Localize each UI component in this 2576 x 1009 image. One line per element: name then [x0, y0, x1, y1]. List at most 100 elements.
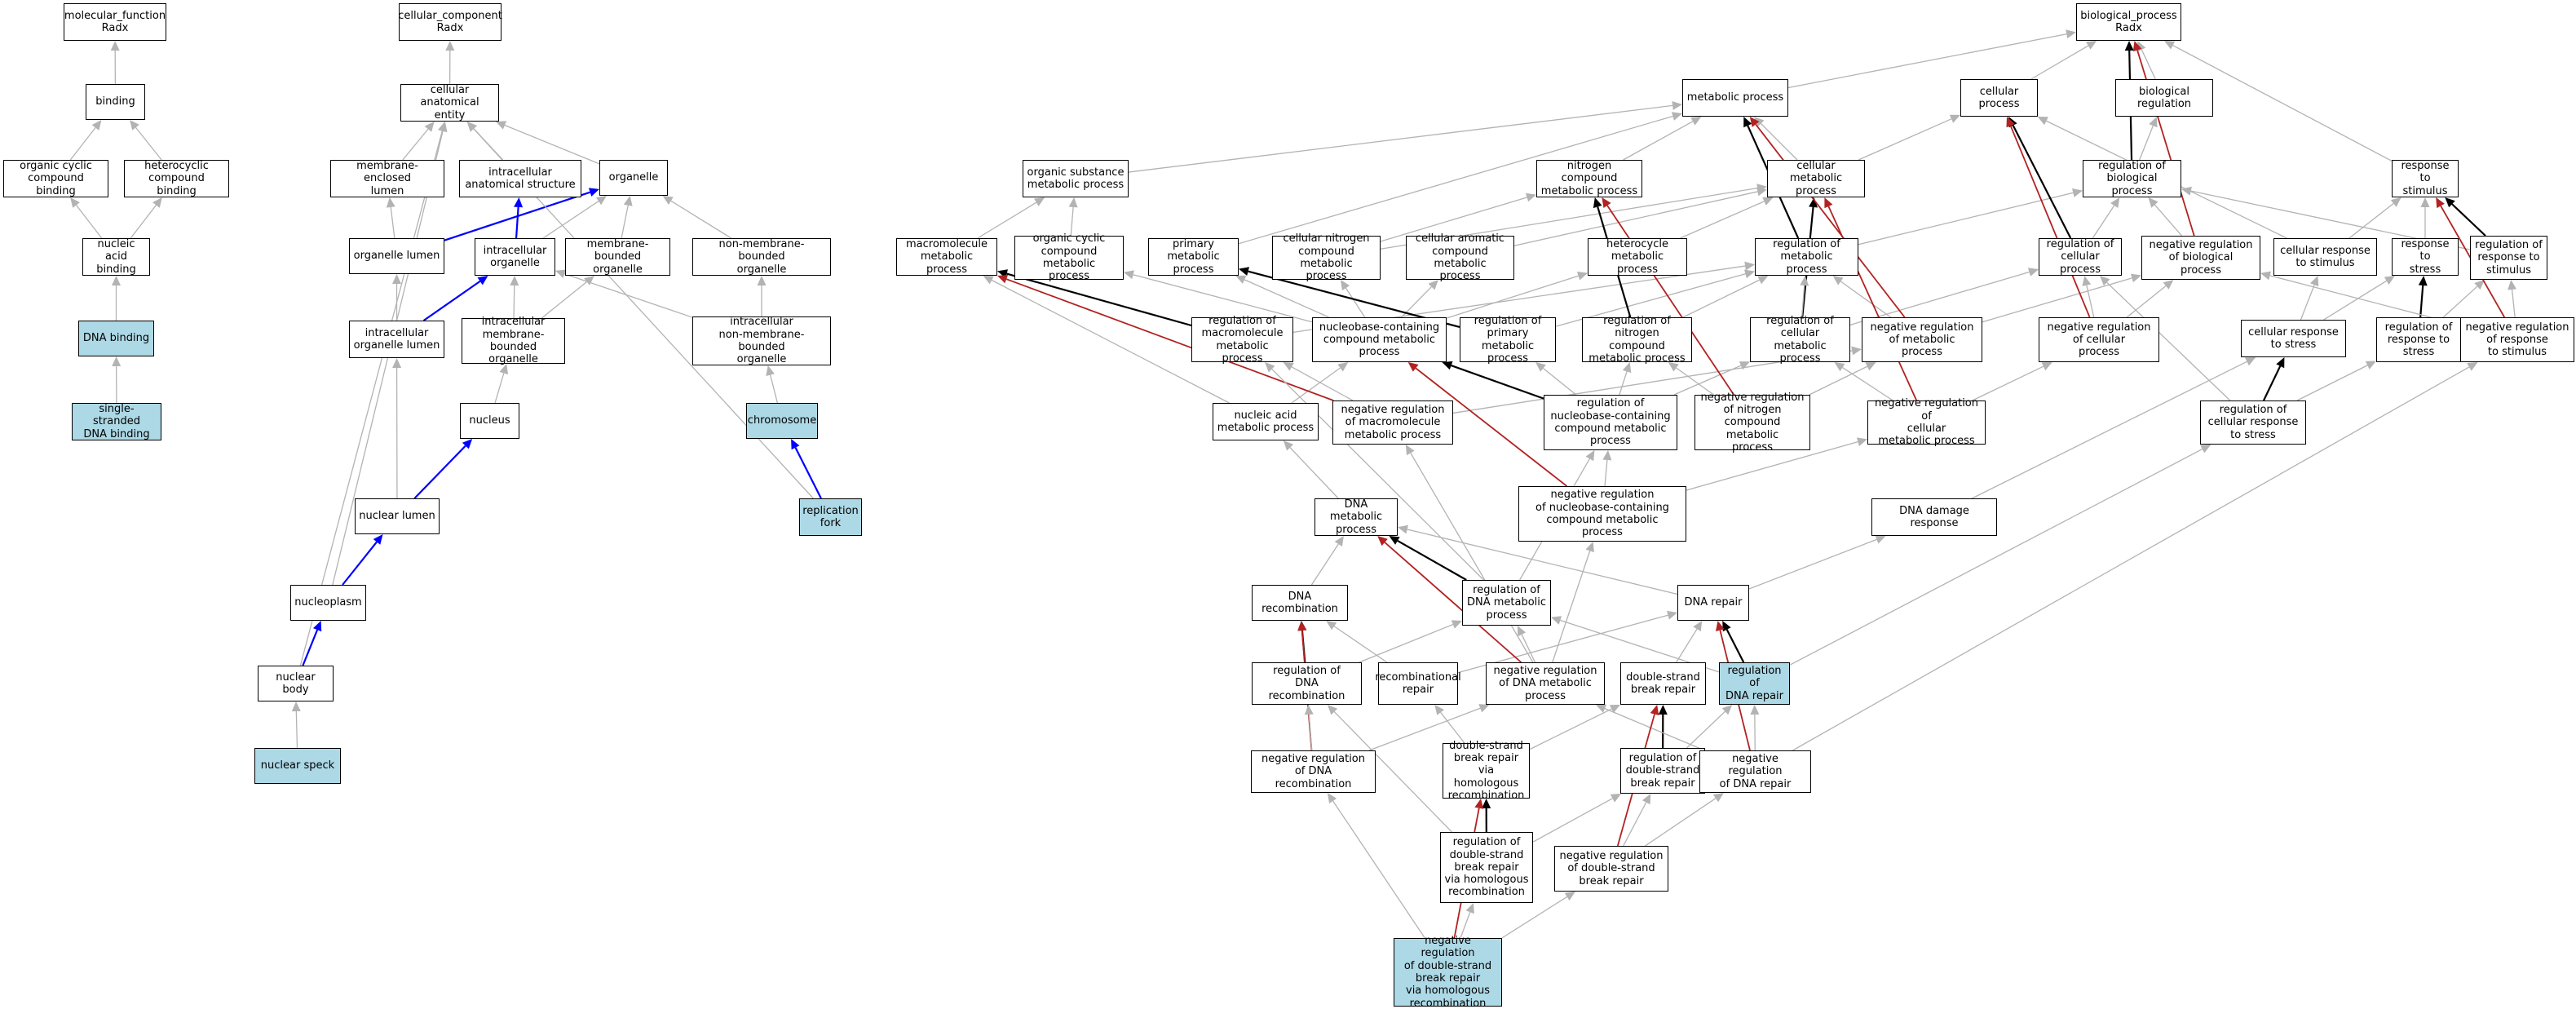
- edge-arrowhead: [2508, 280, 2516, 290]
- node-negative-regulation-of-macromolecule-metabolic-process[interactable]: negative regulation of macromolecule met…: [1332, 401, 1453, 445]
- node-cellular-metabolic-process[interactable]: cellular metabolic process: [1767, 160, 1865, 197]
- node-non-membrane-bounded-organelle[interactable]: non-membrane-bounded organelle: [692, 238, 831, 276]
- node-primary-metabolic-process[interactable]: primary metabolic process: [1148, 238, 1239, 276]
- node-regulation-of-nitrogen-compound-metabolic-process[interactable]: regulation of nitrogen compound metaboli…: [1582, 315, 1692, 365]
- node-dna-damage-response[interactable]: DNA damage response: [1871, 498, 1997, 536]
- node-negative-regulation-of-dna-repair[interactable]: negative regulation of DNA repair: [1699, 750, 1811, 793]
- node-cellular-nitrogen-compound-metabolic-process[interactable]: cellular nitrogen compound metabolic pro…: [1272, 232, 1381, 282]
- node-cc-root[interactable]: cellular_component Radx: [398, 3, 502, 41]
- node-dna-recombination[interactable]: DNA recombination: [1252, 585, 1348, 621]
- edge-part-of: [794, 447, 822, 499]
- node-intracellular-organelle-lumen[interactable]: intracellular organelle lumen: [349, 321, 444, 358]
- node-regulation-of-response-to-stress[interactable]: regulation of response to stress: [2376, 317, 2461, 362]
- node-response-to-stress[interactable]: response to stress: [2392, 238, 2459, 276]
- node-regulation-of-response-to-stimulus[interactable]: regulation of response to stimulus: [2470, 236, 2547, 280]
- node-regulation-of-biological-process[interactable]: regulation of biological process: [2083, 160, 2181, 197]
- node-regulation-of-dna-metabolic-process[interactable]: regulation of DNA metabolic process: [1462, 580, 1551, 626]
- node-intracellular-non-membrane-bounded-organelle[interactable]: intracellular non-membrane-bounded organ…: [692, 316, 831, 365]
- edge-is-a: [2323, 280, 2387, 321]
- node-intracellular-anatomical-structure[interactable]: intracellular anatomical structure: [459, 160, 581, 197]
- node-double-strand-break-repair[interactable]: double-strand break repair: [1620, 662, 1706, 705]
- node-biological-regulation[interactable]: biological regulation: [2115, 79, 2213, 117]
- node-negative-regulation-of-metabolic-process[interactable]: negative regulation of metabolic process: [1862, 317, 1982, 362]
- node-regulation-of-dna-recombination[interactable]: regulation of DNA recombination: [1252, 662, 1362, 705]
- node-nucleoplasm[interactable]: nucleoplasm: [290, 585, 366, 621]
- edge-arrowhead: [1576, 272, 1588, 281]
- node-dsb-repair-via-homologous-recombination[interactable]: double-strand break repair via homologou…: [1443, 740, 1530, 802]
- edge-arrowhead: [424, 122, 435, 132]
- node-nuclear-body[interactable]: nuclear body: [258, 666, 334, 701]
- node-cellular-process[interactable]: cellular process: [1960, 79, 2038, 117]
- node-regulation-of-cellular-process[interactable]: regulation of cellular process: [2039, 238, 2122, 276]
- edge-regulates: [2451, 203, 2486, 237]
- node-recombinational-repair[interactable]: recombinational repair: [1375, 662, 1461, 705]
- node-cellular-aromatic-compound-metabolic-process[interactable]: cellular aromatic compound metabolic pro…: [1406, 232, 1514, 282]
- node-response-to-stimulus[interactable]: response to stimulus: [2392, 160, 2459, 197]
- node-negative-regulation-of-cellular-process[interactable]: negative regulation of cellular process: [2039, 317, 2159, 362]
- node-regulation-of-nucleobase-containing-compound-metabolic-process[interactable]: regulation of nucleobase-containing comp…: [1544, 395, 1677, 450]
- node-macromolecule-metabolic-process[interactable]: macromolecule metabolic process: [896, 238, 997, 276]
- node-intracellular-organelle[interactable]: intracellular organelle: [475, 238, 555, 276]
- node-dna-repair[interactable]: DNA repair: [1677, 585, 1749, 621]
- node-membrane-bounded-organelle[interactable]: membrane-bounded organelle: [565, 238, 670, 276]
- edge-arrowhead: [2474, 280, 2485, 290]
- node-nuclear-lumen[interactable]: nuclear lumen: [355, 498, 440, 534]
- node-negative-regulation-of-nitrogen-compound-metabolic-process[interactable]: negative regulation of nitrogen compound…: [1695, 392, 1810, 454]
- node-metabolic-process[interactable]: metabolic process: [1682, 79, 1788, 117]
- node-mf-root[interactable]: molecular_function Radx: [64, 3, 166, 41]
- node-negative-regulation-of-biological-process[interactable]: negative regulation of biological proces…: [2141, 236, 2260, 280]
- node-regulation-of-metabolic-process[interactable]: regulation of metabolic process: [1755, 238, 1858, 276]
- edge-is-a: [2511, 289, 2516, 318]
- edge-arrowhead: [477, 276, 488, 285]
- node-cellular-anatomical-entity[interactable]: cellular anatomical entity: [400, 84, 499, 122]
- node-negative-regulation-of-dsb-repair-via-hr[interactable]: negative regulation of double-strand bre…: [1394, 935, 1502, 1009]
- node-membrane-enclosed-lumen[interactable]: membrane-enclosed lumen: [330, 160, 444, 197]
- node-organic-cyclic-compound-binding[interactable]: organic cyclic compound binding: [3, 160, 108, 197]
- node-single-stranded-dna-binding[interactable]: single-stranded DNA binding: [72, 403, 161, 440]
- edge-is-a: [1128, 104, 1673, 173]
- node-cellular-response-to-stimulus[interactable]: cellular response to stimulus: [2273, 238, 2377, 276]
- node-negative-regulation-of-response-to-stimulus[interactable]: negative regulation of response to stimu…: [2460, 317, 2574, 362]
- edge-arrowhead: [130, 120, 139, 131]
- edge-arrowhead: [1672, 101, 1682, 110]
- node-binding[interactable]: binding: [86, 84, 145, 120]
- edge-is-a: [2126, 285, 2167, 318]
- node-nuclear-speck[interactable]: nuclear speck: [254, 748, 341, 784]
- node-nucleic-acid-binding[interactable]: nucleic acid binding: [82, 238, 150, 276]
- node-nitrogen-compound-metabolic-process[interactable]: nitrogen compound metabolic process: [1536, 160, 1642, 197]
- node-regulation-of-dsb-repair[interactable]: regulation of double-strand break repair: [1620, 748, 1705, 794]
- edge-is-a: [1380, 197, 1527, 242]
- node-dna-binding[interactable]: DNA binding: [78, 321, 154, 356]
- node-intracellular-membrane-bounded-organelle[interactable]: intracellular membrane-bounded organelle: [462, 316, 565, 365]
- node-regulation-of-dsb-repair-via-hr[interactable]: regulation of double-strand break repair…: [1440, 832, 1533, 903]
- node-heterocycle-metabolic-process[interactable]: heterocycle metabolic process: [1588, 238, 1687, 276]
- node-cellular-response-to-stress[interactable]: cellular response to stress: [2241, 320, 2346, 357]
- node-organic-substance-metabolic-process[interactable]: organic substance metabolic process: [1023, 160, 1129, 197]
- node-organic-cyclic-compound-metabolic-process[interactable]: organic cyclic compound metabolic proces…: [1014, 232, 1124, 282]
- node-replication-fork[interactable]: replication fork: [799, 498, 862, 536]
- node-organelle[interactable]: organelle: [599, 160, 668, 196]
- node-negative-regulation-of-nucleobase-containing-compound-metabolic-process[interactable]: negative regulation of nucleobase-contai…: [1518, 486, 1686, 542]
- edge-is-a: [2106, 281, 2231, 401]
- node-organelle-lumen[interactable]: organelle lumen: [349, 238, 444, 274]
- edge-is-a: [1682, 279, 1760, 318]
- node-dna-metabolic-process[interactable]: DNA metabolic process: [1315, 498, 1398, 536]
- node-negative-regulation-of-dna-recombination[interactable]: negative regulation of DNA recombination: [1251, 750, 1376, 793]
- edge-arrowhead: [1824, 197, 1833, 209]
- node-negative-regulation-of-dna-metabolic-process[interactable]: negative regulation of DNA metabolic pro…: [1486, 662, 1605, 705]
- node-regulation-of-dna-repair[interactable]: regulation of DNA repair: [1719, 662, 1790, 705]
- node-regulation-of-cellular-response-to-stress[interactable]: regulation of cellular response to stres…: [2200, 401, 2306, 445]
- node-negative-regulation-of-dsb-repair[interactable]: negative regulation of double-strand bre…: [1554, 846, 1668, 892]
- node-nucleic-acid-metabolic-process[interactable]: nucleic acid metabolic process: [1213, 403, 1319, 440]
- edge-arrowhead: [1407, 362, 1419, 372]
- node-regulation-of-macromolecule-metabolic-process[interactable]: regulation of macromolecule metabolic pr…: [1191, 315, 1293, 365]
- node-nucleobase-containing-compound-metabolic-process[interactable]: nucleobase-containing compound metabolic…: [1312, 317, 1447, 362]
- node-chromosome[interactable]: chromosome: [746, 403, 818, 439]
- node-regulation-of-cellular-metabolic-process[interactable]: regulation of cellular metabolic process: [1750, 315, 1850, 365]
- node-bp-root[interactable]: biological_process Radx: [2076, 3, 2181, 41]
- node-nucleus[interactable]: nucleus: [460, 403, 519, 439]
- node-negative-regulation-of-cellular-metabolic-process[interactable]: negative regulation of cellular metaboli…: [1867, 397, 1986, 447]
- edge-arrowhead: [2365, 361, 2376, 370]
- node-regulation-of-primary-metabolic-process[interactable]: regulation of primary metabolic process: [1460, 315, 1556, 365]
- node-heterocyclic-compound-binding[interactable]: heterocyclic compound binding: [124, 160, 229, 197]
